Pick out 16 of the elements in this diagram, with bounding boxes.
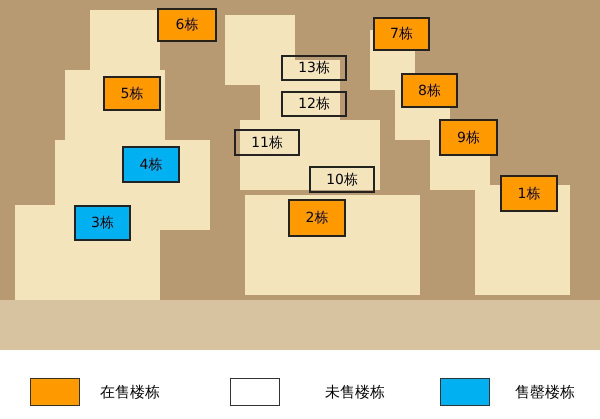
building-label: 9栋 (439, 119, 498, 156)
legend-label: 在售楼栋 (100, 383, 160, 402)
building-label: 12栋 (281, 91, 347, 117)
building-label: 8栋 (401, 73, 458, 108)
building-label: 7栋 (373, 17, 430, 51)
building-label: 1栋 (500, 175, 558, 212)
building-label: 3栋 (74, 205, 131, 241)
building-label: 4栋 (122, 146, 180, 183)
building-label: 2栋 (288, 199, 346, 237)
building-label: 11栋 (234, 129, 300, 156)
legend-label: 未售楼栋 (325, 383, 385, 402)
building-label: 13栋 (281, 55, 347, 81)
building-label: 6栋 (157, 8, 217, 42)
building-label: 10栋 (309, 166, 375, 193)
building-label: 5栋 (103, 76, 161, 111)
legend-label: 售罄楼栋 (515, 383, 575, 402)
